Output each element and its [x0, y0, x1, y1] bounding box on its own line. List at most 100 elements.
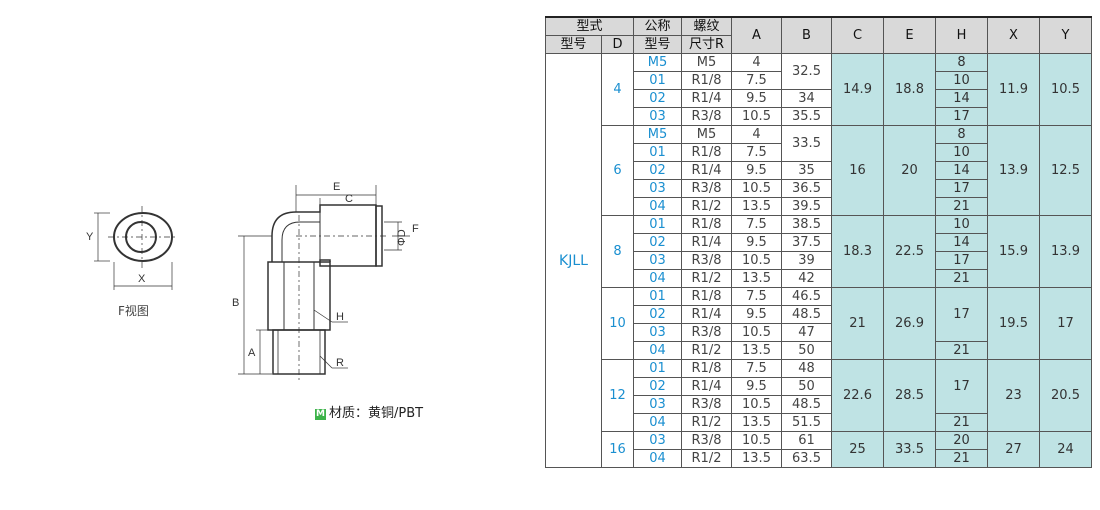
thread-size: M5 [681, 53, 732, 72]
spec-table-body: KJLL 4 M5 M5 4 32.5 14.9 18.8 8 11.9 10.… [545, 53, 1092, 468]
thread-size: R3/8 [681, 251, 732, 270]
table-row: 10 01 R1/8 7.5 46.5 21 26.9 17 19.5 17 [546, 287, 1092, 360]
table-row: 02 R1/4 9.5 35 14 [546, 161, 1092, 180]
b-value: 42 [781, 269, 832, 288]
header-col-y: Y [1039, 16, 1092, 54]
model-code: 02 [633, 233, 682, 252]
c-value: 16 [831, 125, 884, 216]
x-value: 11.9 [987, 53, 1040, 126]
h-value: 17 [935, 179, 988, 198]
a-value: 9.5 [731, 305, 782, 324]
y-value: 17 [1039, 287, 1092, 360]
model-code: 04 [633, 449, 682, 468]
table-row: 02 R1/4 9.5 37.5 14 [546, 233, 1092, 252]
a-value: 13.5 [731, 269, 782, 288]
b-value: 51.5 [781, 413, 832, 432]
model-code: 02 [633, 377, 682, 396]
h-value: 8 [935, 125, 988, 144]
table-row: 03 R3/8 10.5 47 [546, 323, 1092, 342]
thread-size: R3/8 [681, 323, 732, 342]
thread-size: R1/2 [681, 341, 732, 360]
a-value: 4 [731, 53, 782, 72]
y-value: 20.5 [1039, 359, 1092, 432]
a-value: 9.5 [731, 377, 782, 396]
spec-table: 型式 公称 螺纹 A B C E H X Y 型号 D 型号 尺寸R KJLL [545, 16, 1092, 468]
dim-label-r: R [336, 357, 344, 369]
a-value: 9.5 [731, 161, 782, 180]
y-value: 24 [1039, 431, 1092, 468]
thread-size: R1/4 [681, 161, 732, 180]
d-value: 4 [601, 53, 634, 126]
y-value: 13.9 [1039, 215, 1092, 288]
a-value: 10.5 [731, 323, 782, 342]
elbow-fitting-diagram [238, 185, 410, 380]
h-value: 21 [935, 449, 988, 468]
header-col-x: X [987, 16, 1040, 54]
h-value: 17 [935, 107, 988, 126]
h-value: 14 [935, 89, 988, 108]
b-value: 35 [781, 161, 832, 180]
model-code: 02 [633, 89, 682, 108]
a-value: 13.5 [731, 449, 782, 468]
header-col-h: H [935, 16, 988, 54]
thread-size: R1/4 [681, 233, 732, 252]
thread-size: R1/2 [681, 269, 732, 288]
a-value: 10.5 [731, 251, 782, 270]
model-code: 01 [633, 71, 682, 90]
thread-size: R1/8 [681, 215, 732, 234]
model-code: 04 [633, 269, 682, 288]
a-value: 13.5 [731, 197, 782, 216]
b-value: 32.5 [781, 53, 832, 90]
a-value: 10.5 [731, 395, 782, 414]
a-value: 10.5 [731, 179, 782, 198]
table-row: 02 R1/4 9.5 50 [546, 377, 1092, 396]
e-value: 22.5 [883, 215, 936, 288]
dim-label-d: ΦD [396, 229, 408, 246]
model-code: M5 [633, 53, 682, 72]
dim-label-c: C [345, 193, 353, 205]
table-row: 03 R3/8 10.5 48.5 [546, 395, 1092, 414]
model-code: 01 [633, 287, 682, 306]
b-value: 46.5 [781, 287, 832, 306]
a-value: 9.5 [731, 89, 782, 108]
thread-size: R3/8 [681, 179, 732, 198]
dim-label-h: H [336, 311, 344, 323]
f-view-diagram [94, 206, 178, 290]
a-value: 13.5 [731, 341, 782, 360]
h-value: 10 [935, 143, 988, 162]
h-value: 20 [935, 431, 988, 450]
table-row: 03 R3/8 10.5 36.5 17 [546, 179, 1092, 198]
table-row: 02 R1/4 9.5 48.5 [546, 305, 1092, 324]
table-row: 8 01 R1/8 7.5 38.5 18.3 22.5 10 15.9 13.… [546, 215, 1092, 288]
a-value: 10.5 [731, 431, 782, 450]
model-code: 03 [633, 431, 682, 450]
b-value: 39 [781, 251, 832, 270]
thread-size: R1/8 [681, 287, 732, 306]
thread-size: R3/8 [681, 431, 732, 450]
table-row: 03 R3/8 10.5 39 17 [546, 251, 1092, 270]
header-d: D [601, 35, 634, 54]
model-code: 01 [633, 143, 682, 162]
thread-size: R1/8 [681, 143, 732, 162]
table-row: 01 R1/8 7.5 10 [546, 71, 1092, 90]
h-value: 21 [935, 413, 988, 432]
table-row: 04 R1/2 13.5 63.5 21 [546, 449, 1092, 468]
a-value: 9.5 [731, 233, 782, 252]
table-row: 02 R1/4 9.5 34 14 [546, 89, 1092, 108]
b-value: 37.5 [781, 233, 832, 252]
a-value: 7.5 [731, 143, 782, 162]
b-value: 34 [781, 89, 832, 108]
b-value: 36.5 [781, 179, 832, 198]
table-row: 12 01 R1/8 7.5 48 22.6 28.5 17 23 20.5 [546, 359, 1092, 432]
f-view-caption: F视图 [118, 304, 149, 318]
d-value: 16 [601, 431, 634, 468]
model-code: 01 [633, 359, 682, 378]
y-value: 10.5 [1039, 53, 1092, 126]
model-code: 03 [633, 107, 682, 126]
model-code: 04 [633, 413, 682, 432]
b-value: 38.5 [781, 215, 832, 234]
h-value: 21 [935, 269, 988, 288]
e-value: 18.8 [883, 53, 936, 126]
thread-size: R1/4 [681, 89, 732, 108]
